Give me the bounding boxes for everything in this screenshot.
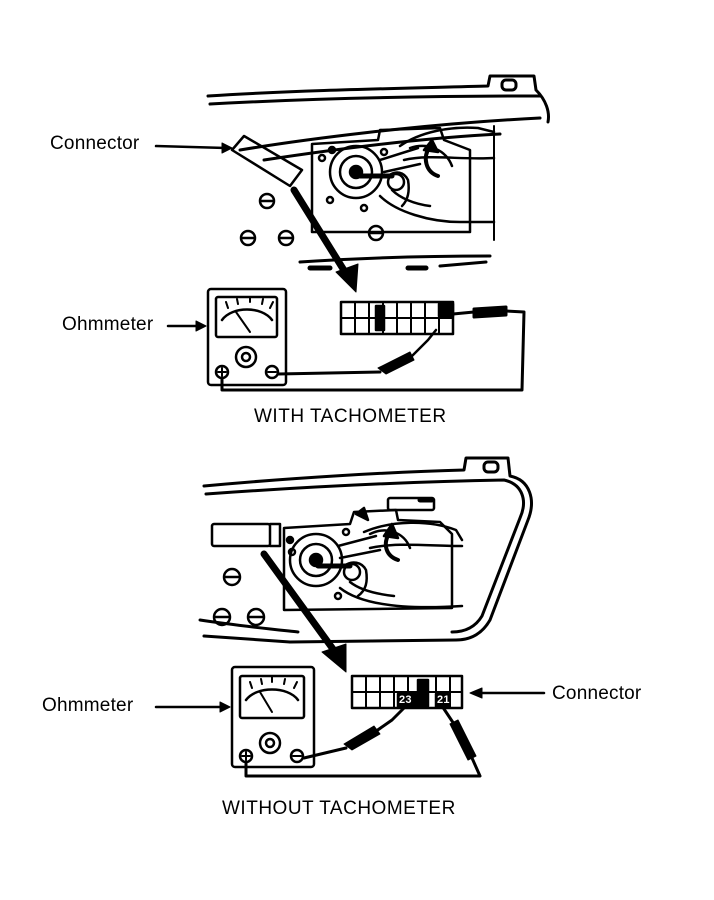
terminal-21-label: 21 — [437, 694, 450, 706]
top-caption: WITH TACHOMETER — [254, 406, 447, 427]
top-diagnostic-connector — [339, 300, 455, 336]
bottom-ohmmeter — [230, 665, 316, 769]
bottom-screws — [212, 567, 266, 627]
top-connector-body — [230, 134, 304, 188]
top-ohmmeter-label: Ohmmeter — [62, 314, 154, 335]
bottom-hand — [338, 521, 464, 609]
bottom-diagnostic-connector — [350, 674, 464, 710]
bottom-caption: WITHOUT TACHOMETER — [222, 798, 456, 819]
bottom-test-leads — [244, 704, 482, 778]
top-vehicle-panel — [206, 74, 550, 271]
top-connector-label-arrow — [154, 144, 228, 150]
top-test-leads — [220, 305, 526, 392]
top-connector-label: Connector — [50, 133, 140, 154]
top-hand — [378, 125, 496, 241]
terminal-23-label: 23 — [399, 694, 412, 706]
top-screws — [239, 192, 385, 247]
bottom-connector-body — [210, 522, 282, 548]
bottom-connector-label: Connector — [552, 683, 642, 704]
bottom-pointer-arrow — [260, 550, 342, 660]
bottom-vehicle-panel — [198, 456, 533, 644]
top-distributor-assembly — [310, 126, 472, 234]
top-ohmmeter — [206, 287, 288, 387]
bottom-distributor-assembly — [282, 496, 454, 612]
top-pointer-arrow — [290, 186, 354, 284]
bottom-ohmmeter-label: Ohmmeter — [42, 695, 134, 716]
